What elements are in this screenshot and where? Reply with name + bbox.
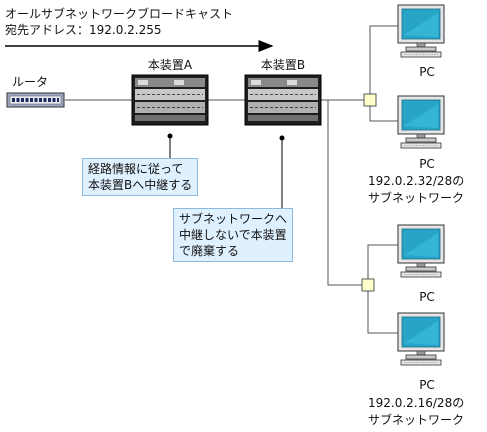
subnet-top-address: 192.0.2.32/28の [368,174,465,188]
callout-a-line2: 本装置Bへ中継する [88,178,193,192]
pc-label: PC [419,65,435,79]
router-label: ルータ [12,75,49,89]
pc-label: PC [419,157,435,171]
hub-to-top-pc1-line [369,25,398,94]
callout-device-a: 経路情報に従って 本装置Bへ中継する [82,158,199,196]
pc-icon [397,312,445,366]
callout-b-line1: サブネットワークへ [179,212,288,226]
device-b-label: 本装置B [260,58,306,72]
device-a-icon [131,74,209,126]
callout-b-pointer [279,135,285,208]
hub2-to-bottom-pc2-line [367,291,398,334]
subnet-top-label: サブネットワーク [368,191,465,205]
subnet-bottom-label: サブネットワーク [368,413,465,427]
pc-label: PC [419,290,435,304]
hub-to-top-pc2-line [369,106,398,122]
callout-device-b: サブネットワークへ 中継しないで本装置 で廃棄する [173,208,294,262]
broadcast-address: 宛先アドレス：192.0.2.255 [5,23,162,37]
hub2-to-bottom-pc1-line [367,244,398,279]
hub-icon [361,278,375,292]
hub-icon [363,93,377,107]
pc-icon [397,224,445,278]
callout-a-pointer [167,133,173,158]
device-a-label: 本装置A [147,58,193,72]
callout-b-line3: で廃棄する [179,244,240,258]
pc-icon [397,4,445,58]
broadcast-title: オールサブネットワークブロードキャスト [5,7,234,21]
router-icon [6,92,65,108]
callout-a-line1: 経路情報に従って [88,162,184,176]
pc-label: PC [419,378,435,392]
callout-b-line2: 中継しないで本装置 [179,228,287,242]
device-b-to-hub2-line [327,100,362,286]
pc-icon [397,95,445,149]
subnet-bottom-address: 192.0.2.16/28の [368,396,465,410]
device-b-icon [244,74,322,126]
